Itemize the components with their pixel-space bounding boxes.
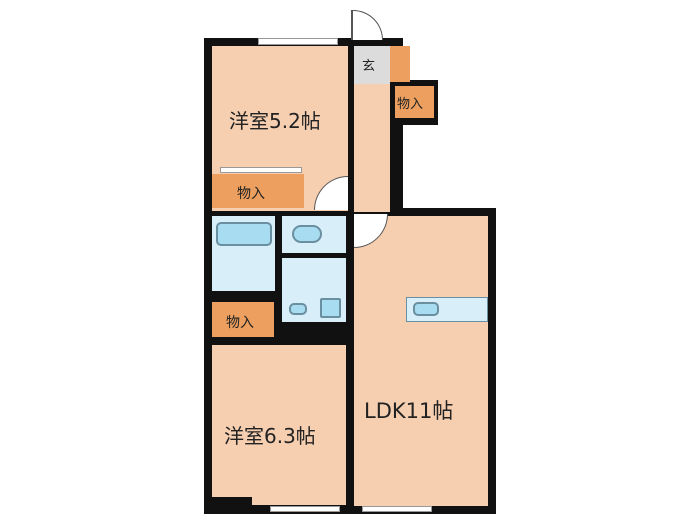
window-top [258,38,338,45]
entrance [354,46,390,84]
toilet-icon [292,225,322,243]
closet-top [212,174,304,208]
closet-right-label: 物入 [397,97,424,112]
bathtub-icon [216,222,272,246]
sink-icon [413,302,439,316]
western-room-1-label: 洋室5.2帖 [229,109,321,133]
ldk-label: LDK11帖 [364,399,454,423]
ldk [354,216,488,506]
wall-pillar [212,497,252,507]
closet-right [395,86,434,118]
closet-left-label: 物入 [226,315,254,331]
entrance-door-swing [351,10,383,40]
washbasin-icon [289,303,307,315]
western-room-2-label: 洋室6.3帖 [224,424,316,448]
closet-top-label: 物入 [237,186,265,202]
corridor [354,84,390,212]
entrance-label: 玄 [362,59,376,74]
closet-left [212,302,274,337]
closet-top-door [220,167,302,173]
window-bottom-right [362,506,432,512]
window-bottom-left [270,506,340,512]
washing-machine-icon [320,298,341,318]
western-room-2 [212,345,346,505]
entrance-storage [390,46,410,82]
